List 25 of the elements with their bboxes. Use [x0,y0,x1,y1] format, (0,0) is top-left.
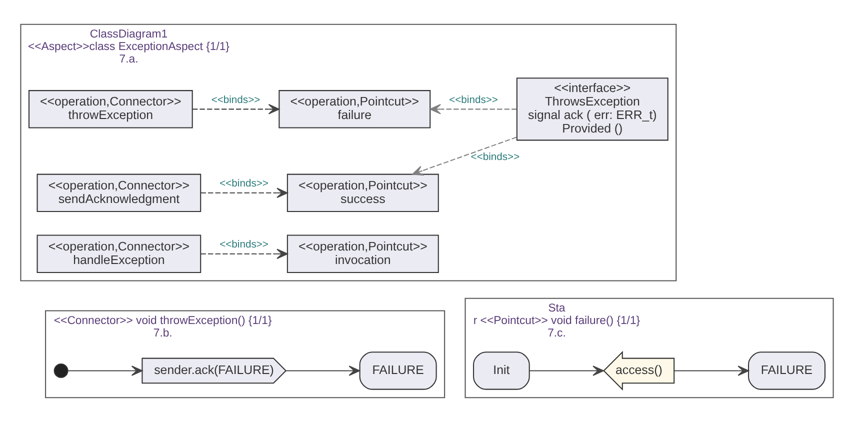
node-box: Init [473,351,530,390]
node-box: <<operation,Connector>> throwException [28,90,193,128]
arrow [529,365,604,376]
arrow [200,187,288,198]
node-circle [54,362,68,378]
arrow [674,365,749,376]
node-box: <<operation,Pointcut>> success [286,173,439,212]
edge-label: <<binds>> [449,94,498,106]
arrow [430,104,517,114]
arrow [200,248,288,259]
node-box: FAILURE [359,351,437,390]
node-box: <<operation,Connector>> sendAcknowledgment [36,173,202,212]
edge-label: <<binds>> [220,239,268,250]
node-box: <<operation,Pointcut>> invocation [286,234,439,273]
arrow [412,136,517,176]
edge-label: <<binds>> [470,151,520,162]
edge-label: <<binds>> [211,94,260,106]
arrow [192,104,280,114]
edge-label: <<binds>> [220,178,268,190]
arrow [68,365,143,376]
node-box: <<interface>> ThrowsException signal ack ( err: ERR_t) Provided () [516,77,668,140]
node-box: <<operation,Connector>> handleException [36,234,202,273]
node-box: FAILURE [748,351,826,390]
arrow [286,365,360,376]
node-box: <<operation,Pointcut>> failure [278,90,431,128]
